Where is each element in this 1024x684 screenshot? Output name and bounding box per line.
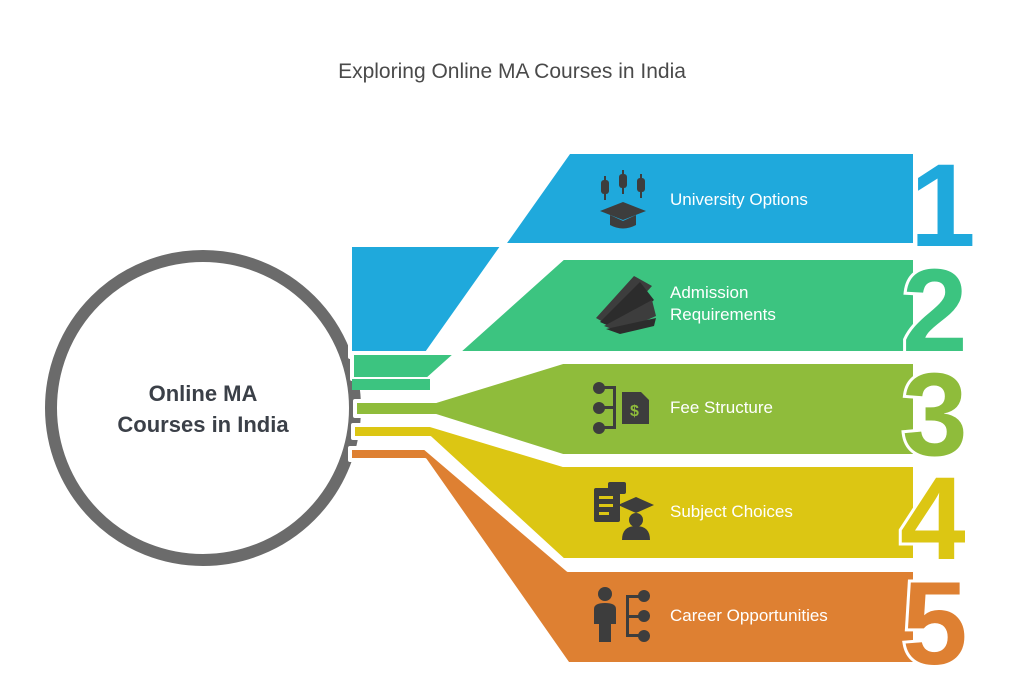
band-1-number: 1	[910, 140, 976, 272]
career-network-icon	[594, 587, 650, 642]
band-5-shape	[348, 446, 917, 666]
item-label-5-line-1: Career Opportunities	[670, 606, 828, 625]
band-5-number: 5	[902, 558, 968, 679]
item-label-4: Subject Choices	[670, 501, 900, 523]
band-4: 4	[351, 423, 969, 588]
center-label: Online MA Courses in India	[96, 378, 310, 440]
fee-structure-icon: $	[593, 382, 649, 434]
band-2-number: 2	[902, 245, 968, 377]
center-label-line-1: Online MA	[148, 381, 258, 406]
university-icon	[600, 170, 646, 229]
item-label-4-line-1: Subject Choices	[670, 502, 793, 521]
center-label-line-2: Courses in India	[117, 412, 289, 437]
band-3-number: 3	[902, 349, 968, 481]
item-label-2-line-1: Admission	[670, 283, 749, 302]
item-label-2: Admission Requirements	[670, 282, 900, 326]
svg-text:$: $	[630, 403, 639, 420]
subject-choices-icon	[594, 482, 654, 540]
item-label-1: University Options	[670, 189, 900, 211]
item-label-3: Fee Structure	[670, 397, 900, 419]
item-label-1-line-1: University Options	[670, 190, 808, 209]
page-title: Exploring Online MA Courses in India	[338, 60, 686, 83]
item-label-3-line-1: Fee Structure	[670, 398, 773, 417]
item-label-2-line-2: Requirements	[670, 305, 776, 324]
band-2-connector	[352, 379, 430, 390]
item-label-5: Career Opportunities	[670, 605, 900, 627]
band-4-shape	[351, 423, 917, 562]
band-5: 5	[348, 446, 971, 684]
band-4-number: 4	[900, 453, 966, 585]
documents-icon	[596, 276, 656, 334]
band-1: 1	[348, 137, 979, 368]
